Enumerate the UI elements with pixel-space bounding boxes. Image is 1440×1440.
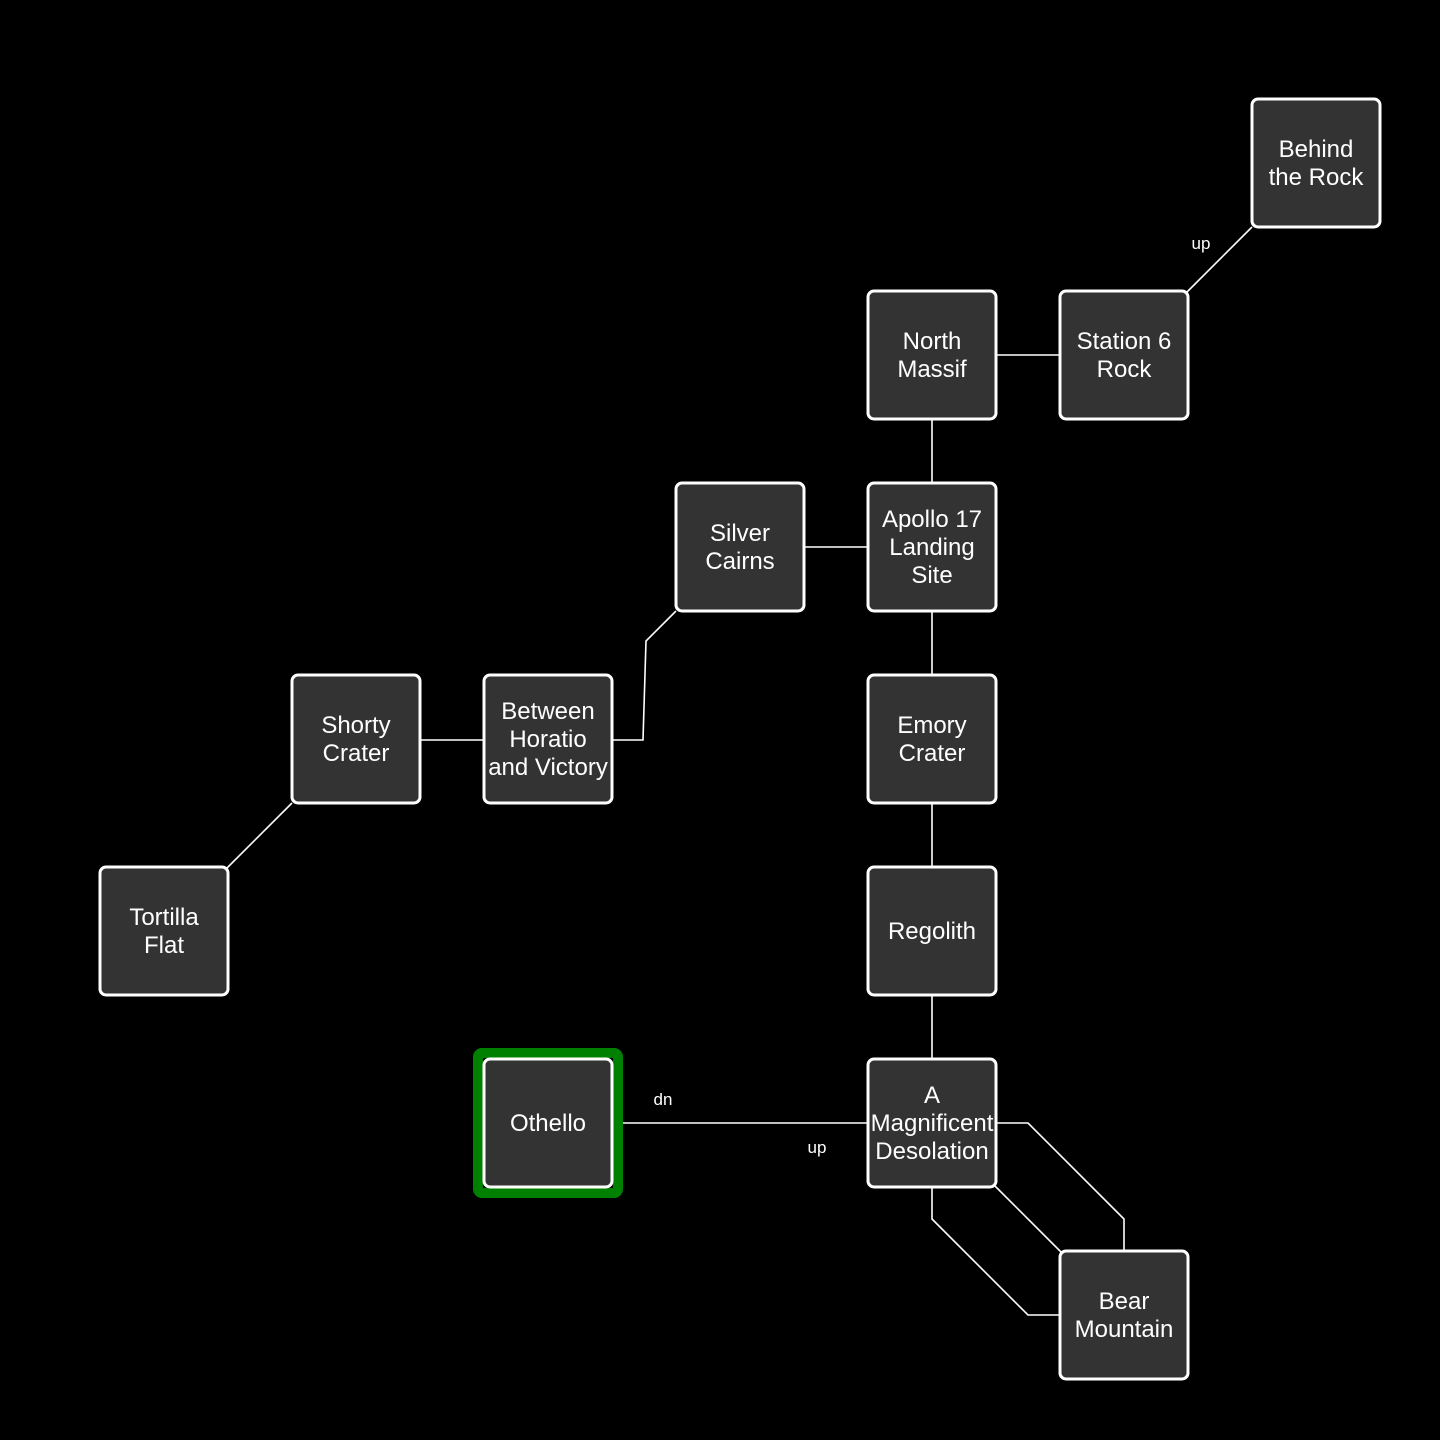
room-box[interactable] <box>866 865 998 997</box>
room-label-line: A <box>924 1082 940 1109</box>
room-label-line: Silver <box>710 520 770 547</box>
room-label-line: Mountain <box>1075 1316 1174 1343</box>
room-label-line: Cairns <box>705 548 774 575</box>
room-label-line: Station 6 <box>1077 328 1172 355</box>
room-label-line: Between <box>501 698 594 725</box>
connection-magnificent-desolation-bear-mountain-3 <box>931 1188 1060 1316</box>
room-box[interactable] <box>482 673 614 805</box>
room-box[interactable] <box>1250 97 1382 229</box>
room-label-line: Crater <box>323 740 390 767</box>
room-label-line: Rock <box>1097 356 1153 383</box>
room-label-line: Magnificent <box>871 1110 994 1137</box>
room-label-line: Landing <box>889 534 974 561</box>
exit-label-dn: dn <box>654 1090 673 1109</box>
room-label-line: Horatio <box>509 726 586 753</box>
exit-label-up: up <box>808 1138 827 1157</box>
room-regolith[interactable]: Regolith <box>866 865 998 997</box>
room-box[interactable] <box>866 481 998 613</box>
room-box[interactable] <box>1058 1249 1190 1381</box>
room-label-line: North <box>903 328 962 355</box>
room-label-line: Flat <box>144 932 184 959</box>
connections <box>226 226 1253 1316</box>
room-box[interactable] <box>482 1057 614 1189</box>
connection-shorty-crater-tortilla-flat <box>226 802 293 869</box>
connection-magnificent-desolation-bear-mountain-2 <box>993 1184 1063 1254</box>
room-label-line: Emory <box>897 712 966 739</box>
room-label-line: Apollo 17 <box>882 506 982 533</box>
connection-silver-cairns-between-horatio <box>612 610 677 741</box>
room-label-line: Regolith <box>888 918 976 945</box>
room-label-line: Crater <box>899 740 966 767</box>
room-label-line: Behind <box>1279 136 1354 163</box>
connection-behind-the-rock-station-6-rock <box>1186 226 1253 293</box>
exit-label-up: up <box>1192 234 1211 253</box>
room-label-line: Shorty <box>321 712 390 739</box>
room-label-line: Site <box>911 562 952 589</box>
room-box[interactable] <box>1058 289 1190 421</box>
room-box[interactable] <box>290 673 422 805</box>
exit-labels: up dn up <box>654 234 1211 1157</box>
room-label-line: the Rock <box>1269 164 1365 191</box>
room-box[interactable] <box>866 673 998 805</box>
room-othello[interactable]: Othello <box>473 1048 623 1198</box>
room-label-line: Massif <box>897 356 967 383</box>
room-label-line: and Victory <box>488 754 608 781</box>
room-label-line: Bear <box>1099 1288 1150 1315</box>
room-box[interactable] <box>866 289 998 421</box>
room-box[interactable] <box>674 481 806 613</box>
room-label-line: Tortilla <box>129 904 199 931</box>
room-box[interactable] <box>866 1057 998 1189</box>
room-label-line: Othello <box>510 1110 586 1137</box>
connection-magnificent-desolation-bear-mountain-1 <box>996 1122 1125 1252</box>
room-label-line: Desolation <box>875 1138 988 1165</box>
room-box[interactable] <box>98 865 230 997</box>
current-room-highlight <box>473 1048 623 1198</box>
